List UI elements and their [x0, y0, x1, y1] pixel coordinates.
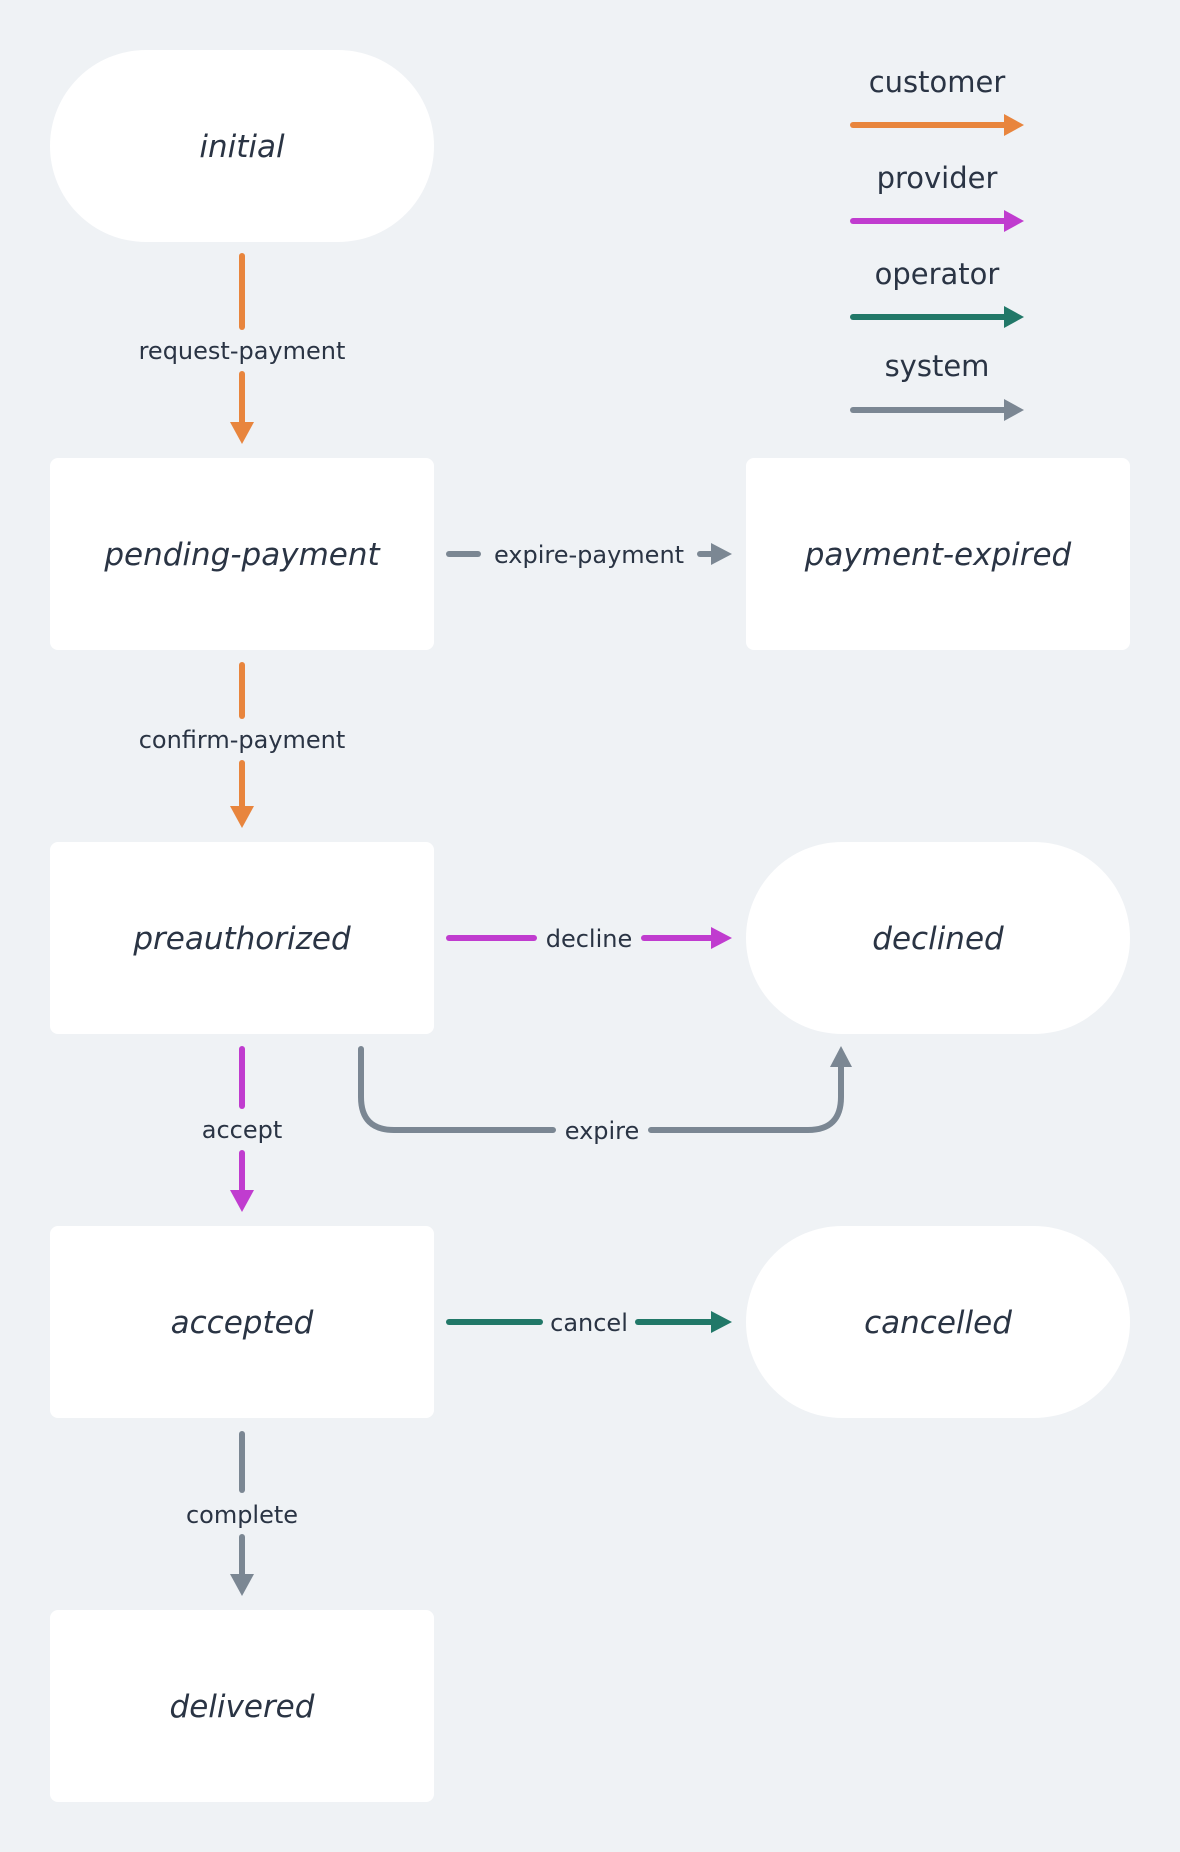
- transition-confirm-payment-label: confirm-payment: [139, 726, 346, 754]
- state-declined: declined: [746, 842, 1130, 1034]
- state-cancelled-label: cancelled: [864, 1305, 1012, 1341]
- state-accepted-label: accepted: [171, 1305, 314, 1341]
- state-accepted: accepted: [50, 1226, 434, 1418]
- legend: customer provider operator system: [850, 65, 1024, 421]
- legend-arrow-operator: [850, 306, 1024, 328]
- transition-decline: [446, 927, 732, 949]
- state-cancelled: cancelled: [746, 1226, 1130, 1418]
- transition-decline-label: decline: [546, 925, 633, 953]
- legend-label-operator: operator: [875, 257, 1000, 291]
- transition-expire-payment: [446, 543, 732, 565]
- transition-expire: [358, 1046, 852, 1133]
- transition-complete-label: complete: [186, 1501, 298, 1529]
- state-delivered: delivered: [50, 1610, 434, 1802]
- transition-accept-label: accept: [202, 1116, 283, 1144]
- state-pending-payment-label: pending-payment: [103, 537, 381, 573]
- transition-cancel: [446, 1311, 732, 1333]
- state-declined-label: declined: [872, 921, 1004, 957]
- state-payment-expired: payment-expired: [746, 458, 1130, 650]
- state-delivered-label: delivered: [170, 1689, 315, 1725]
- state-initial: initial: [50, 50, 434, 242]
- state-payment-expired-label: payment-expired: [804, 537, 1072, 573]
- legend-arrow-system: [850, 399, 1024, 421]
- transition-request-payment: [230, 253, 254, 444]
- transition-request-payment-label: request-payment: [139, 337, 346, 365]
- state-initial-label: initial: [199, 129, 285, 165]
- state-preauthorized-label: preauthorized: [132, 921, 351, 957]
- legend-label-customer: customer: [869, 65, 1006, 99]
- legend-arrow-provider: [850, 210, 1024, 232]
- legend-label-provider: provider: [877, 161, 998, 195]
- transition-expire-label: expire: [565, 1117, 640, 1145]
- legend-label-system: system: [885, 349, 990, 383]
- transition-confirm-payment: [230, 662, 254, 828]
- transition-cancel-label: cancel: [550, 1309, 628, 1337]
- state-preauthorized: preauthorized: [50, 842, 434, 1034]
- transition-accept: [230, 1046, 254, 1212]
- legend-arrow-customer: [850, 114, 1024, 136]
- transition-complete: [230, 1431, 254, 1596]
- transition-expire-payment-label: expire-payment: [494, 541, 684, 569]
- state-pending-payment: pending-payment: [50, 458, 434, 650]
